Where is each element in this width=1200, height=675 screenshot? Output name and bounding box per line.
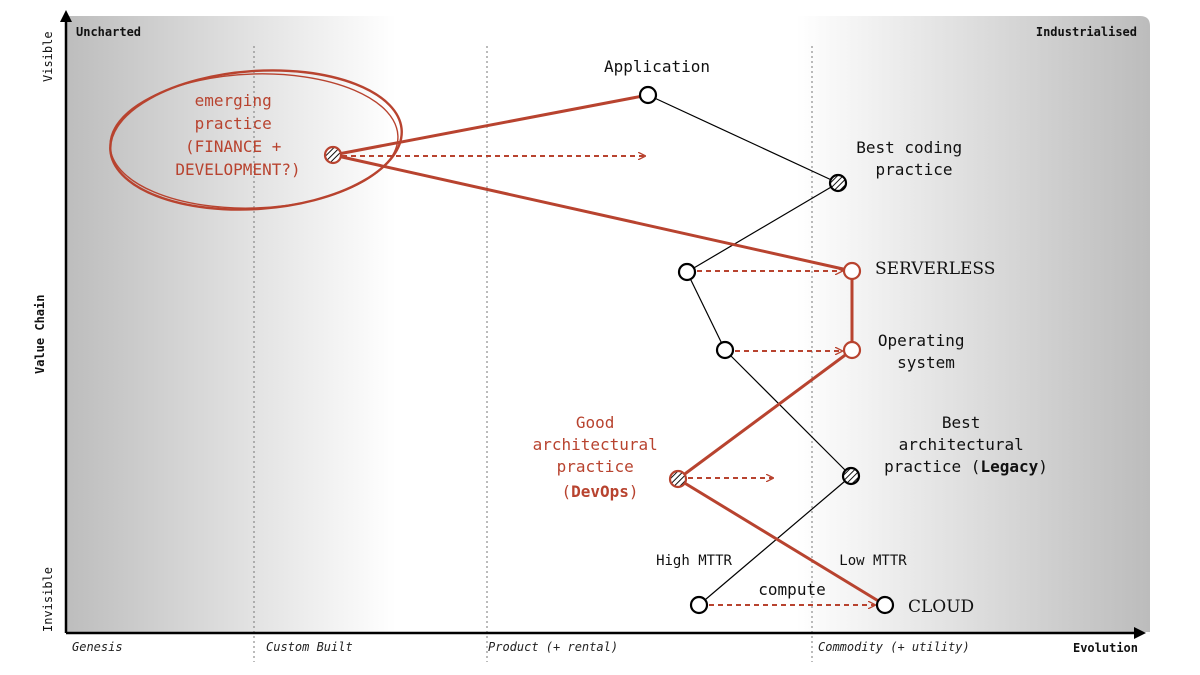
nodes bbox=[323, 85, 895, 615]
label-compute: compute bbox=[758, 580, 825, 599]
node-application bbox=[638, 85, 658, 105]
invisible-label: Invisible bbox=[41, 567, 55, 632]
stage-custom-built: Custom Built bbox=[266, 640, 353, 654]
node-os-old bbox=[715, 340, 735, 360]
node-serverless bbox=[842, 261, 862, 281]
node-serverless-old bbox=[677, 262, 697, 282]
node-compute bbox=[689, 595, 709, 615]
node-best-arch-practice bbox=[841, 466, 861, 486]
stage-product: Product (+ rental) bbox=[488, 640, 618, 654]
label-high-mttr: High MTTR bbox=[656, 553, 732, 569]
background bbox=[66, 16, 1150, 632]
industrialised-label: Industrialised bbox=[1036, 25, 1137, 39]
label-serverless: SERVERLESS bbox=[875, 259, 995, 279]
label-low-mttr: Low MTTR bbox=[839, 553, 907, 569]
node-best-coding-practice bbox=[828, 173, 848, 193]
node-emerging-practice bbox=[323, 145, 343, 165]
stage-genesis: Genesis bbox=[72, 640, 123, 654]
axes bbox=[60, 10, 1146, 639]
label-cloud: CLOUD bbox=[908, 597, 974, 617]
node-operating-system bbox=[842, 340, 862, 360]
node-good-arch-practice bbox=[668, 469, 688, 489]
emerging-practice-ellipse bbox=[109, 69, 403, 211]
label-best-coding-practice: Best coding practice bbox=[856, 138, 972, 179]
evolution-arrows bbox=[342, 156, 875, 605]
label-best-arch-practice: Best architectural practice (Legacy) bbox=[884, 413, 1048, 476]
visible-label: Visible bbox=[41, 31, 55, 82]
label-emerging-practice: emerging practice (FINANCE + DEVELOPMENT… bbox=[175, 91, 300, 179]
uncharted-label: Uncharted bbox=[76, 25, 141, 39]
red-dependency-lines bbox=[332, 93, 886, 607]
label-operating-system: Operating system bbox=[878, 331, 974, 372]
label-application: Application bbox=[604, 57, 710, 76]
evolution-label: Evolution bbox=[1073, 641, 1138, 655]
dependency-lines bbox=[647, 94, 852, 606]
node-cloud bbox=[875, 595, 895, 615]
label-good-arch-practice: Good architectural practice (DevOps) bbox=[533, 413, 668, 501]
stage-commodity: Commodity (+ utility) bbox=[818, 640, 970, 654]
value-chain-label: Value Chain bbox=[33, 295, 47, 374]
